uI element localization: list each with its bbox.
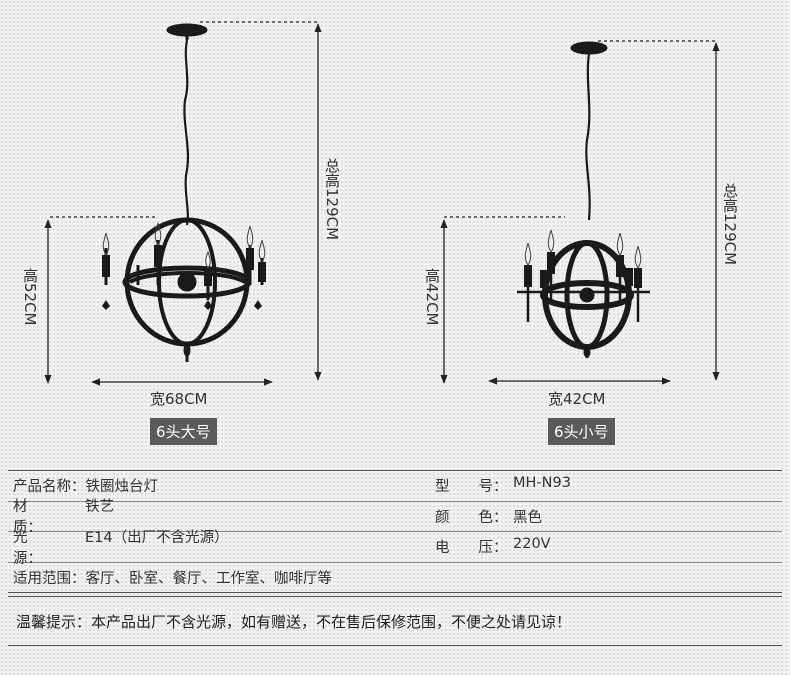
large-height-label: 高52CM [21,268,39,326]
color-value: 黑色 [513,509,542,526]
notice-box: 温馨提示：本产品出厂不含光源，如有赠送，不在售后保修范围，不便之处请见谅！ [8,596,782,646]
large-width-label: 宽68CM [150,390,208,408]
voltage-label: 电 压： [435,540,508,557]
spec-cell: 颜 色： 黑色 [433,506,782,527]
product-name-label: 产品名称： [13,479,86,496]
spec-cell: 材 质： 铁艺 [8,495,433,537]
small-total-height-label: 总高129CM [721,183,739,266]
spec-row: 材 质： 铁艺 颜 色： 黑色 [8,499,782,536]
light-source-label: 光 源： [13,529,57,567]
spec-row: 适用范围： 客厅、卧室、餐厅、工作室、咖啡厅等 [8,563,782,593]
product-dimension-figure: 高52CM 总高129CM 宽68CM 6头大号 高42CM 总高129CM 宽… [21,21,739,445]
spec-row: 光 源： E14（出厂不含光源） 电 压： 220V [8,530,782,567]
chandelier-large-image [102,23,266,362]
material-value: 铁艺 [85,499,114,516]
scope-value: 客厅、卧室、餐厅、工作室、咖啡厅等 [85,570,333,587]
spec-cell: 电 压： 220V [433,536,782,557]
voltage-value: 220V [513,536,551,553]
product-name-value: 铁圈烛台灯 [85,479,159,496]
scope-label: 适用范围： [13,570,86,587]
small-size-badge: 6头小号 [548,418,615,445]
model-label: 型 号： [435,479,508,496]
dimension-arrows [44,21,720,386]
large-size-badge: 6头大号 [150,418,217,445]
spec-cell: 型 号： MH-N93 [433,475,782,496]
spec-cell: 光 源： E14（出厂不含光源） [8,526,433,568]
dimension-drawing [44,21,720,386]
large-total-height-label: 总高129CM [323,158,341,241]
small-height-label: 高42CM [423,268,441,326]
notice-text: 温馨提示：本产品出厂不含光源，如有赠送，不在售后保修范围，不便之处请见谅！ [16,612,572,631]
spec-row: 产品名称： 铁圈烛台灯 型 号： MH-N93 [8,471,782,502]
chandelier-small-image [517,41,650,358]
spec-cell: 适用范围： 客厅、卧室、餐厅、工作室、咖啡厅等 [8,567,332,588]
spec-cell: 产品名称： 铁圈烛台灯 [8,475,433,496]
model-value: MH-N93 [513,475,571,492]
light-source-value: E14（出厂不含光源） [85,529,229,546]
material-label: 材 质： [13,499,57,537]
spec-table: 产品名称： 铁圈烛台灯 型 号： MH-N93 材 质： 铁艺 颜 色： 黑色 … [8,470,782,593]
color-label: 颜 色： [435,509,508,526]
small-width-label: 宽42CM [548,390,606,408]
